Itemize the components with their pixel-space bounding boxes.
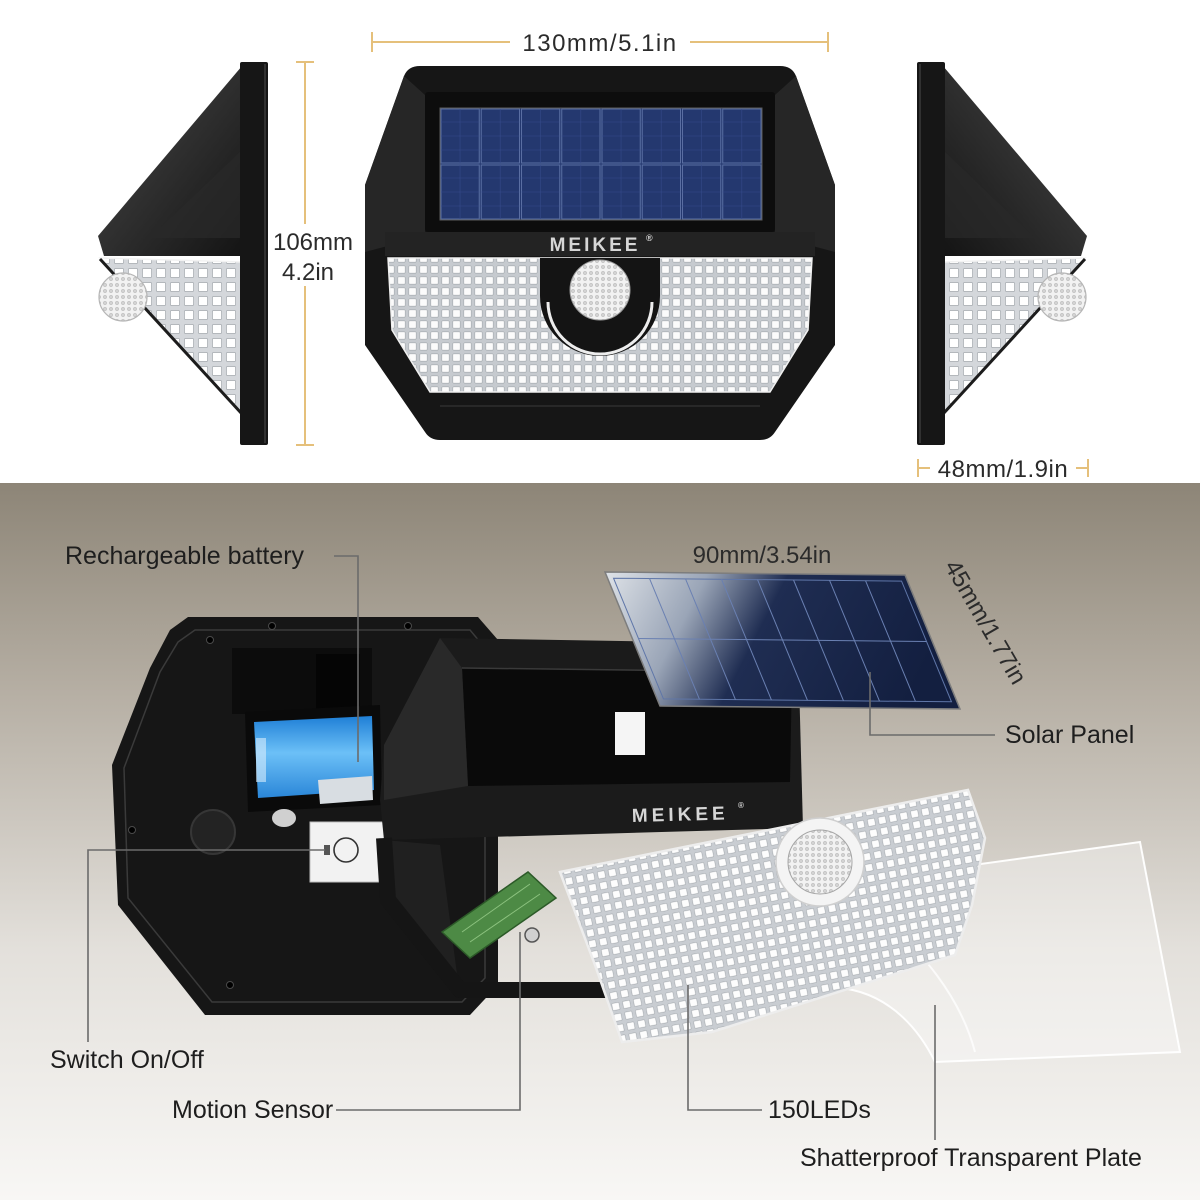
control-pcb [440, 871, 558, 959]
callout-battery: Rechargeable battery [65, 542, 359, 762]
side-view-back-plate [240, 62, 268, 445]
leds-label: 150LEDs [768, 1096, 871, 1124]
front-frame-left-wall [384, 638, 468, 800]
screw-hole [206, 636, 214, 644]
solar-panel [439, 107, 763, 221]
brand-logo: MEIKEE [550, 235, 641, 256]
battery-clip [318, 776, 373, 804]
battery-leader-line [334, 555, 359, 762]
screw-hole [268, 622, 276, 630]
front-frame-ring [376, 837, 716, 998]
switch-tab [324, 845, 330, 855]
pcb-board [440, 871, 558, 959]
switch-label: Switch On/Off [50, 1046, 204, 1074]
panel-width-label: 90mm/3.54in [693, 542, 832, 569]
width-dimension-label: 130mm/5.1in [522, 30, 677, 57]
callout-leds: 150LEDs [687, 985, 871, 1124]
depth-dimension: 48mm/1.9in [917, 454, 1089, 483]
battery-label: Rechargeable battery [65, 542, 305, 570]
motion-sensor-leader-line [336, 932, 521, 1111]
side-view-motion-sensor [98, 272, 148, 322]
right-side-view [917, 62, 1087, 445]
pivot-knob [272, 809, 296, 827]
screw-hole [128, 826, 136, 834]
mount-pivot [190, 809, 236, 855]
screw-hole [226, 981, 234, 989]
pcb-trace [469, 893, 541, 943]
callout-plate: Shatterproof Transparent Plate [800, 1005, 1142, 1172]
battery-compartment-block [316, 654, 360, 710]
callout-motion-sensor: Motion Sensor [172, 932, 521, 1124]
left-side-view [98, 62, 268, 445]
callout-switch: Switch On/Off [50, 849, 325, 1074]
height-dimension-in-label: 4.2in [282, 259, 334, 286]
led-board [558, 788, 987, 1044]
height-dimension-mm-label: 106mm [273, 229, 353, 256]
side-view-bevel [150, 150, 242, 238]
motion-sensor-label: Motion Sensor [172, 1096, 333, 1124]
front-view-right-bevel [775, 76, 835, 252]
led-array-150 [558, 788, 987, 1044]
height-dimension: 106mm 4.2in [271, 61, 359, 446]
front-view: MEIKEE ® [365, 66, 835, 440]
brand-registered-mark: ® [738, 801, 744, 810]
callout-solar-panel: Solar Panel [869, 672, 1134, 749]
depth-dimension-label-bg [930, 454, 1076, 482]
leds-leader-line [687, 985, 762, 1111]
width-dimension: 130mm/5.1in [371, 26, 829, 57]
solar-panel-grid [614, 578, 952, 702]
battery-terminal [256, 738, 266, 782]
pcb-trace [461, 883, 531, 933]
brand-band [385, 232, 815, 256]
pcb-connector [524, 927, 540, 943]
height-dimension-label-bg [271, 224, 359, 286]
front-frame-lower-wall [384, 840, 458, 982]
motion-sensor-lens [787, 829, 853, 895]
brand-registered-mark: ® [646, 233, 653, 243]
switch-leader-line [87, 849, 325, 1042]
solar-panel-leader-line [869, 672, 995, 736]
sensor-housing-trim [546, 301, 654, 356]
power-switch-icon [333, 837, 359, 863]
switch-plate [309, 821, 387, 883]
plate-label: Shatterproof Transparent Plate [800, 1144, 1142, 1172]
brand-logo: MEIKEE [632, 803, 729, 827]
side-view-back-plate [917, 62, 945, 445]
screw-hole [404, 622, 412, 630]
cell-row-divider [639, 639, 927, 642]
sensor-window [615, 712, 645, 755]
side-view-bevel [943, 150, 1035, 238]
front-view-left-bevel [365, 76, 425, 252]
side-view-motion-sensor [1037, 272, 1087, 322]
front-view-motion-sensor [569, 259, 631, 321]
rechargeable-battery [254, 716, 374, 798]
solar-panel-label: Solar Panel [1005, 721, 1134, 749]
width-dimension-label-bg [510, 26, 690, 56]
depth-dimension-label: 48mm/1.9in [938, 456, 1068, 483]
